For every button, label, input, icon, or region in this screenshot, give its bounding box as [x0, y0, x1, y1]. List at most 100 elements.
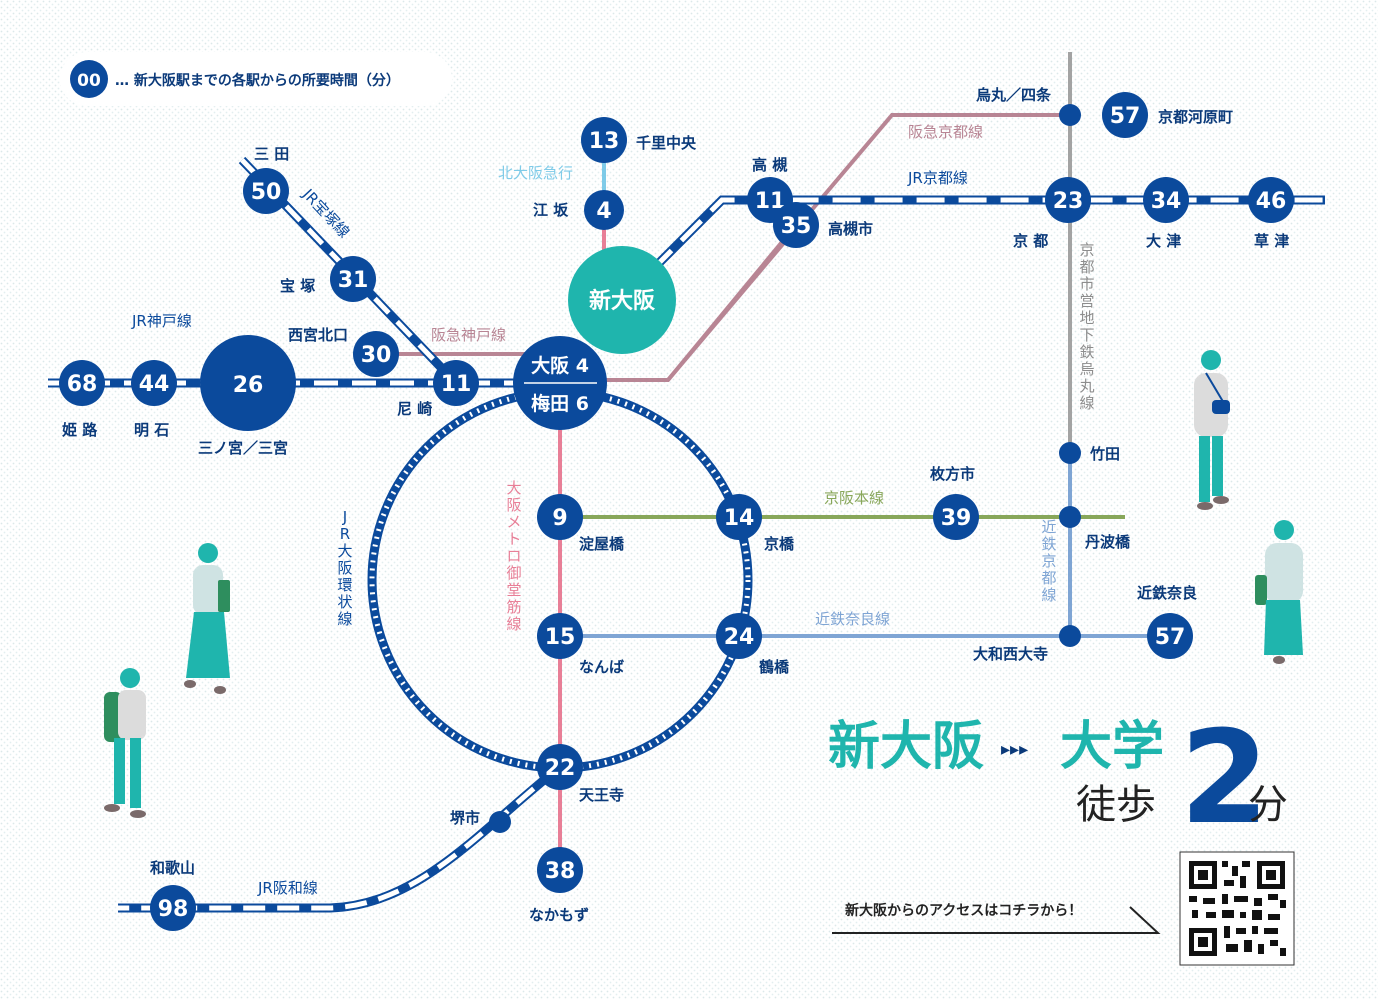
station-sanda[interactable]: 50 — [243, 168, 289, 214]
station-yamatosaidaiji-dot[interactable] — [1059, 625, 1081, 647]
label-hankyu-kyoto: 阪急京都線 — [908, 123, 983, 141]
station-name: 高槻市 — [828, 220, 873, 238]
station-takeda-dot[interactable] — [1059, 442, 1081, 464]
legend-sample-num: 00 — [77, 71, 101, 91]
station-nishinomiya[interactable]: 30 — [353, 331, 399, 377]
qr-pointer-arrow-icon — [832, 906, 1161, 934]
station-sannomiya[interactable]: 26 — [200, 335, 296, 431]
station-tambabashi-dot[interactable] — [1059, 506, 1081, 528]
station-hirakata[interactable]: 39 — [933, 494, 979, 540]
hub-shin-osaka[interactable] — [568, 246, 676, 354]
station-amagasaki[interactable]: 11 — [433, 360, 479, 406]
station-senri[interactable]: 13 — [581, 117, 627, 163]
headline-unit: 分 — [1248, 782, 1288, 828]
person-with-books-illustration — [184, 543, 230, 694]
station-name: 高 槻 — [752, 156, 787, 174]
station-number: 30 — [361, 343, 392, 368]
station-name: なんば — [579, 658, 624, 676]
station-name: 鶴橋 — [759, 658, 790, 676]
station-name: 西宮北口 — [288, 326, 348, 344]
label-yamatosaidaiji: 大和西大寺 — [973, 645, 1048, 663]
label-karasuma: 烏丸／四条 — [976, 86, 1052, 104]
station-takarazuka[interactable]: 31 — [330, 256, 376, 302]
station-akashi[interactable]: 44 — [131, 360, 177, 406]
station-number: 11 — [441, 372, 472, 397]
station-name: 草 津 — [1254, 232, 1289, 250]
station-name: 近鉄奈良 — [1137, 584, 1197, 602]
person-with-backpack-illustration — [104, 668, 146, 818]
osaka-bottom-label: 梅田 6 — [531, 392, 589, 415]
station-name: 江 坂 — [533, 201, 569, 219]
station-name: 三 田 — [254, 145, 289, 163]
label-tambabashi: 丹波橋 — [1085, 533, 1131, 551]
station-name: 淀屋橋 — [579, 535, 625, 553]
station-nara[interactable]: 57 — [1147, 613, 1193, 659]
label-sakaishi: 堺市 — [450, 809, 480, 827]
station-number: 35 — [781, 214, 812, 239]
station-namba[interactable]: 15 — [537, 613, 583, 659]
headline-walk: 徒歩 — [1076, 782, 1156, 828]
label-kintetsu-nara: 近鉄奈良線 — [815, 610, 890, 628]
station-name: なかもず — [529, 906, 589, 924]
station-name: 京 都 — [1013, 232, 1048, 250]
legend-box — [60, 52, 452, 106]
station-name: 和歌山 — [150, 859, 195, 877]
station-wakayama[interactable]: 98 — [150, 885, 196, 931]
station-nakamozu[interactable]: 38 — [537, 847, 583, 893]
jr-loop-line-dash — [369, 389, 751, 771]
station-number: 9 — [552, 506, 567, 531]
station-number: 26 — [233, 373, 264, 398]
hankyu-takatsuki-line — [666, 223, 798, 382]
station-name: 尼 崎 — [397, 400, 432, 418]
station-kusatsu[interactable]: 46 — [1248, 177, 1294, 223]
station-otsu[interactable]: 34 — [1143, 177, 1189, 223]
station-number: 98 — [158, 897, 189, 922]
label-kintetsu-kyoto: 近鉄京都線 — [1041, 518, 1056, 604]
station-number: 13 — [589, 129, 620, 154]
station-number: 46 — [1256, 189, 1287, 214]
jr-hanwa-line-dash — [118, 765, 562, 911]
station-tsuruhashi[interactable]: 24 — [716, 613, 762, 659]
station-sakaishi-dot[interactable] — [489, 811, 511, 833]
qr-code[interactable] — [1179, 851, 1295, 966]
station-number: 68 — [67, 372, 98, 397]
station-kyobashi[interactable]: 14 — [716, 494, 762, 540]
station-tennoji[interactable]: 22 — [537, 744, 583, 790]
label-jr-kobe: JR神戸線 — [131, 312, 192, 330]
station-himeji[interactable]: 68 — [59, 360, 105, 406]
station-name: 宝 塚 — [280, 277, 315, 295]
label-karasuma-line: 京都市営地下鉄烏丸線 — [1079, 241, 1094, 412]
station-takatsukishi[interactable]: 35 — [773, 202, 819, 248]
station-number: 31 — [338, 268, 369, 293]
station-kyoto[interactable]: 23 — [1045, 177, 1091, 223]
station-esaka[interactable]: 4 — [584, 190, 624, 230]
hub-label: 新大阪 — [589, 288, 655, 314]
station-yodoyabashi[interactable]: 9 — [537, 494, 583, 540]
headline-to: 大学 — [1060, 717, 1164, 777]
station-number: 57 — [1110, 104, 1141, 129]
station-name: 千里中央 — [636, 134, 697, 152]
station-name: 京橋 — [764, 535, 795, 553]
station-number: 24 — [724, 625, 755, 650]
station-number: 57 — [1155, 625, 1186, 650]
station-number: 15 — [545, 625, 576, 650]
qr-caption: 新大阪からのアクセスはコチラから！ — [845, 902, 1082, 919]
osaka-top-label: 大阪 4 — [531, 354, 589, 377]
station-name: 天王寺 — [579, 786, 624, 804]
station-name: 明 石 — [134, 421, 169, 439]
station-name: 三ノ宮／三宮 — [198, 439, 288, 457]
station-karasuma-dot[interactable] — [1059, 104, 1081, 126]
station-kawaramachi[interactable]: 57 — [1102, 92, 1148, 138]
station-name: 姫 路 — [62, 421, 98, 439]
label-kita-osaka: 北大阪急行 — [498, 164, 573, 182]
label-hankyu-kobe: 阪急神戸線 — [431, 326, 506, 344]
station-number: 4 — [596, 199, 611, 224]
legend-text: … 新大阪駅までの各駅からの所要時間（分） — [115, 72, 400, 89]
station-number: 39 — [941, 506, 972, 531]
label-hanwa: JR阪和線 — [257, 879, 318, 897]
station-number: 14 — [724, 506, 755, 531]
label-jr-kyoto: JR京都線 — [907, 169, 968, 187]
